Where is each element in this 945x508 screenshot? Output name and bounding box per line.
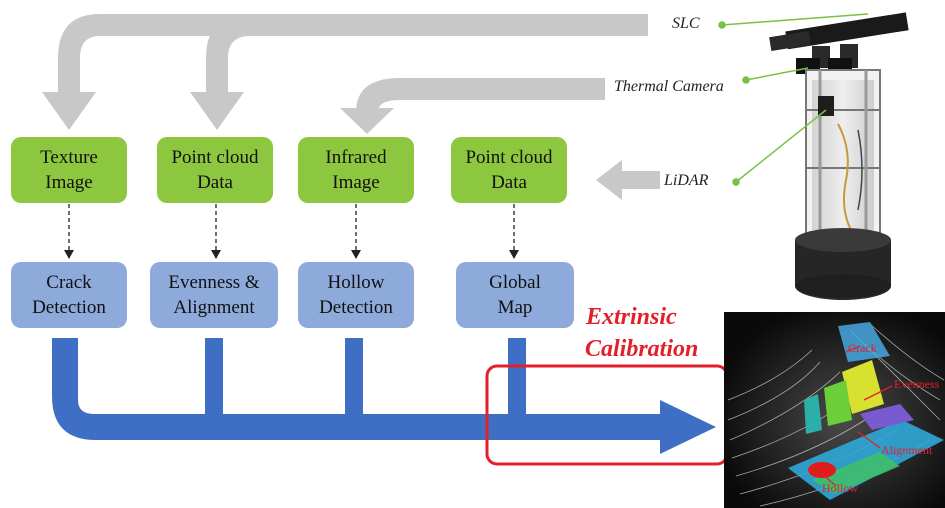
texture-image-box: Texture Image <box>11 137 127 203</box>
slc-feed-arrow <box>42 14 648 130</box>
crack-annotation: Crack <box>848 341 877 355</box>
hollow-annotation: Hollow <box>822 481 858 495</box>
infrared-image-box: Infrared Image <box>298 137 414 203</box>
evenness-annotation: Evenness <box>894 377 940 391</box>
dashed-arrowheads <box>64 250 519 259</box>
thermal-feed-arrow <box>340 78 605 134</box>
lidar-label: LiDAR <box>664 172 709 189</box>
point-cloud-data-box-1: Point cloud Data <box>157 137 273 203</box>
global-map-box: Global Map <box>456 262 574 328</box>
robot-image <box>769 12 909 300</box>
alignment-annotation: Alignment <box>881 443 933 457</box>
calibration-label-line1: Extrinsic <box>586 304 677 330</box>
hollow-detection-box: Hollow Detection <box>298 262 414 328</box>
calibration-label-line2: Calibration <box>585 336 699 362</box>
evenness-alignment-box: Evenness & Alignment <box>150 262 278 328</box>
slc-label: SLC <box>672 15 700 32</box>
thermal-camera-label: Thermal Camera <box>614 78 724 95</box>
sensor-pointers <box>718 13 869 186</box>
pointcloud-image <box>724 312 945 508</box>
lidar-feed-arrow <box>596 160 660 200</box>
point-cloud-data-box-2: Point cloud Data <box>451 137 567 203</box>
flow-arrow <box>52 338 716 454</box>
dashed-connectors <box>68 204 515 250</box>
crack-detection-box: Crack Detection <box>11 262 127 328</box>
